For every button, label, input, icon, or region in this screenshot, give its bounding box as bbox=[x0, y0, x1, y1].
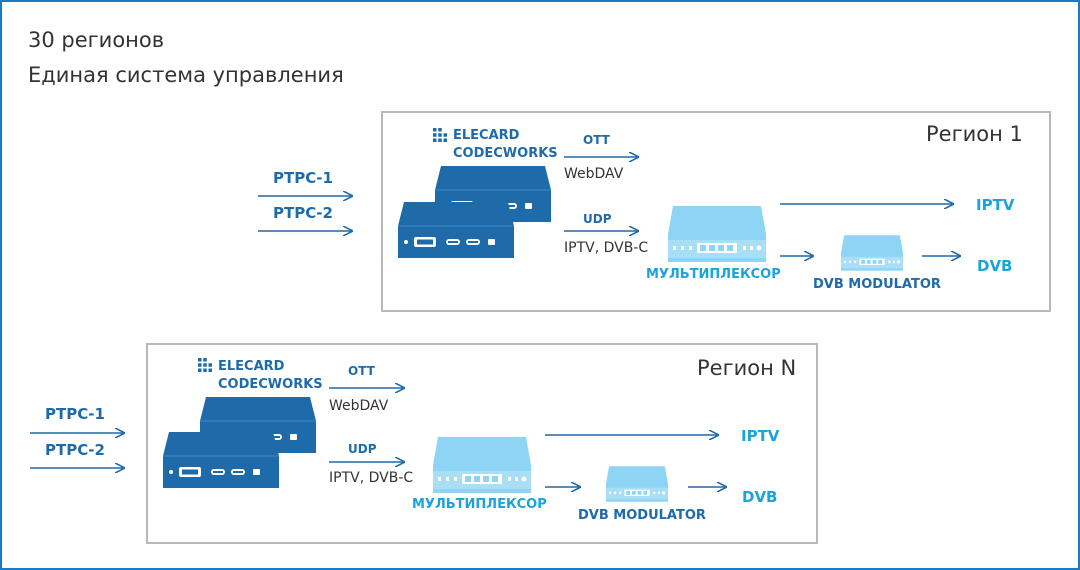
region-n-ott-label: OTT bbox=[348, 364, 375, 378]
region-1-webdav-label: WebDAV bbox=[564, 166, 624, 182]
region-1-input-2: РТРС-2 bbox=[273, 204, 333, 222]
region-n-modulator-label: DVB MODULATOR bbox=[578, 508, 706, 523]
header-management-system: Единая система управления bbox=[28, 63, 344, 87]
region-1-udp-proto-label: IPTV, DVB-C bbox=[564, 240, 649, 256]
region-1-multiplexer-label: МУЛЬТИПЛЕКСОР bbox=[646, 267, 781, 282]
header-regions-count: 30 регионов bbox=[28, 28, 165, 52]
region-n-multiplexer-label: МУЛЬТИПЛЕКСОР bbox=[412, 497, 547, 512]
region-n-input-1: РТРС-1 bbox=[45, 405, 105, 423]
region-n-input-2: РТРС-2 bbox=[45, 441, 105, 459]
region-1-brand-line1: ELECARD bbox=[453, 128, 520, 143]
region-1-brand-line2: CODECWORKS bbox=[453, 146, 558, 161]
region-n-iptv-output: IPTV bbox=[741, 427, 780, 445]
region-n-brand-line2: CODECWORKS bbox=[218, 377, 323, 392]
region-1-udp-label: UDP bbox=[583, 212, 612, 226]
region-n-title: Регион N bbox=[697, 356, 797, 380]
region-n-brand-line1: ELECARD bbox=[218, 359, 285, 374]
region-1-modulator-label: DVB MODULATOR bbox=[813, 277, 941, 292]
region-n-dvb-output: DVB bbox=[742, 488, 778, 506]
region-1-title: Регион 1 bbox=[926, 122, 1023, 146]
region-1-input-1: РТРС-1 bbox=[273, 169, 333, 187]
region-n-udp-label: UDP bbox=[348, 442, 377, 456]
region-1-ott-label: OTT bbox=[583, 133, 610, 147]
region-n-udp-proto-label: IPTV, DVB-C bbox=[329, 470, 414, 486]
region-n-dvb-modulator bbox=[605, 466, 669, 502]
region-n-webdav-label: WebDAV bbox=[329, 398, 389, 414]
region-1-dvb-output: DVB bbox=[977, 257, 1013, 275]
region-1-iptv-output: IPTV bbox=[976, 196, 1015, 214]
region-n-multiplexer bbox=[433, 437, 531, 493]
